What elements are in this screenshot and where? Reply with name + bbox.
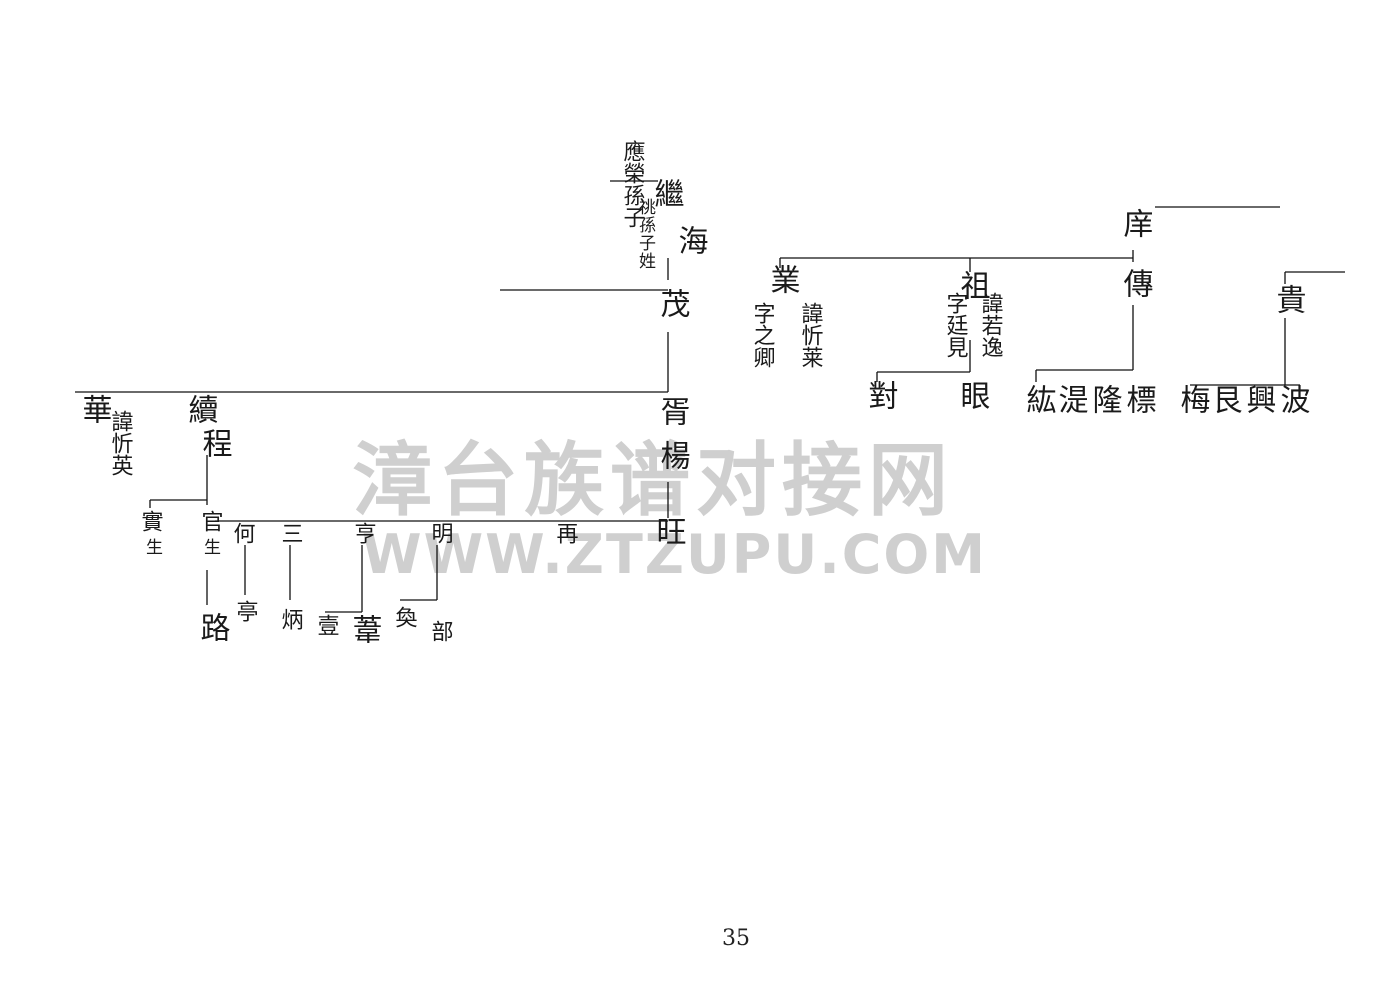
name-hua: 華 xyxy=(77,394,112,424)
generation-names: 庠 傳 貴 業 祖 對 眼 紘 湜 隆 標 梅 艮 興 波 繼 海 茂 胥 楊 … xyxy=(77,178,1310,644)
name-xing: 興 xyxy=(1241,384,1276,414)
name-bing: 炳 xyxy=(278,608,304,630)
note-xiang: 應榮孫子 xyxy=(620,139,646,228)
name-hua2: 葦 xyxy=(347,614,382,644)
name-bo: 波 xyxy=(1275,384,1310,414)
name-chuan: 傳 xyxy=(1118,268,1154,298)
name-lu: 路 xyxy=(195,612,230,642)
name-mao: 茂 xyxy=(655,288,690,318)
name-yan: 眼 xyxy=(955,380,990,410)
name-huan: 奐 xyxy=(392,606,418,628)
annotation-notes: 應榮孫子 祧孫子姓 諱忻莱 字之卿 諱若逸 字廷見 諱忻英 生 生 xyxy=(108,139,1004,556)
name-guan: 官 xyxy=(198,510,223,532)
name-gen: 艮 xyxy=(1207,384,1242,414)
name-biao: 標 xyxy=(1121,384,1157,414)
name-xiang: 庠 xyxy=(1118,208,1154,238)
note-shi: 生 xyxy=(142,538,163,556)
name-shi: 湜 xyxy=(1053,384,1088,414)
page-number: 35 xyxy=(722,926,750,951)
note-guan: 生 xyxy=(200,538,221,556)
note-ji: 祧孫子姓 xyxy=(635,198,656,270)
name-yang: 楊 xyxy=(655,440,691,470)
name-dui: 對 xyxy=(863,380,898,410)
name-ming: 明 xyxy=(428,522,453,544)
name-yi: 壹 xyxy=(314,614,339,636)
name-xu2: 續 xyxy=(183,394,219,424)
name-bu: 部 xyxy=(428,620,453,642)
name-ting: 亭 xyxy=(233,600,258,622)
name-ji: 繼 xyxy=(649,178,684,208)
note-ye-1: 諱忻莱 xyxy=(798,302,824,368)
name-kan: 紘 xyxy=(1021,384,1057,414)
name-san: 三 xyxy=(278,522,303,544)
name-shi2: 實 xyxy=(138,510,163,532)
name-gui: 貴 xyxy=(1271,284,1306,314)
name-zai: 再 xyxy=(553,522,579,544)
name-wang: 旺 xyxy=(651,516,686,546)
name-long: 隆 xyxy=(1087,384,1122,414)
watermark-chinese: 漳台族谱对接网 xyxy=(352,434,954,527)
note-zu-1: 諱若逸 xyxy=(978,292,1004,358)
note-hua: 諱忻英 xyxy=(108,410,134,476)
name-zu: 祖 xyxy=(955,270,991,300)
name-ye: 業 xyxy=(765,264,800,294)
connector-lines xyxy=(75,180,1345,613)
name-hai: 海 xyxy=(673,225,708,255)
note-zu-2: 字廷見 xyxy=(943,292,969,358)
name-he: 何 xyxy=(230,522,256,544)
watermark-url: WWW.ZTZUPU.COM xyxy=(362,523,987,586)
name-heng: 亨 xyxy=(351,522,376,544)
note-ye-2: 字之卿 xyxy=(750,302,775,368)
name-mei: 梅 xyxy=(1175,384,1211,414)
name-cheng: 程 xyxy=(197,428,233,458)
name-xu: 胥 xyxy=(655,396,690,426)
